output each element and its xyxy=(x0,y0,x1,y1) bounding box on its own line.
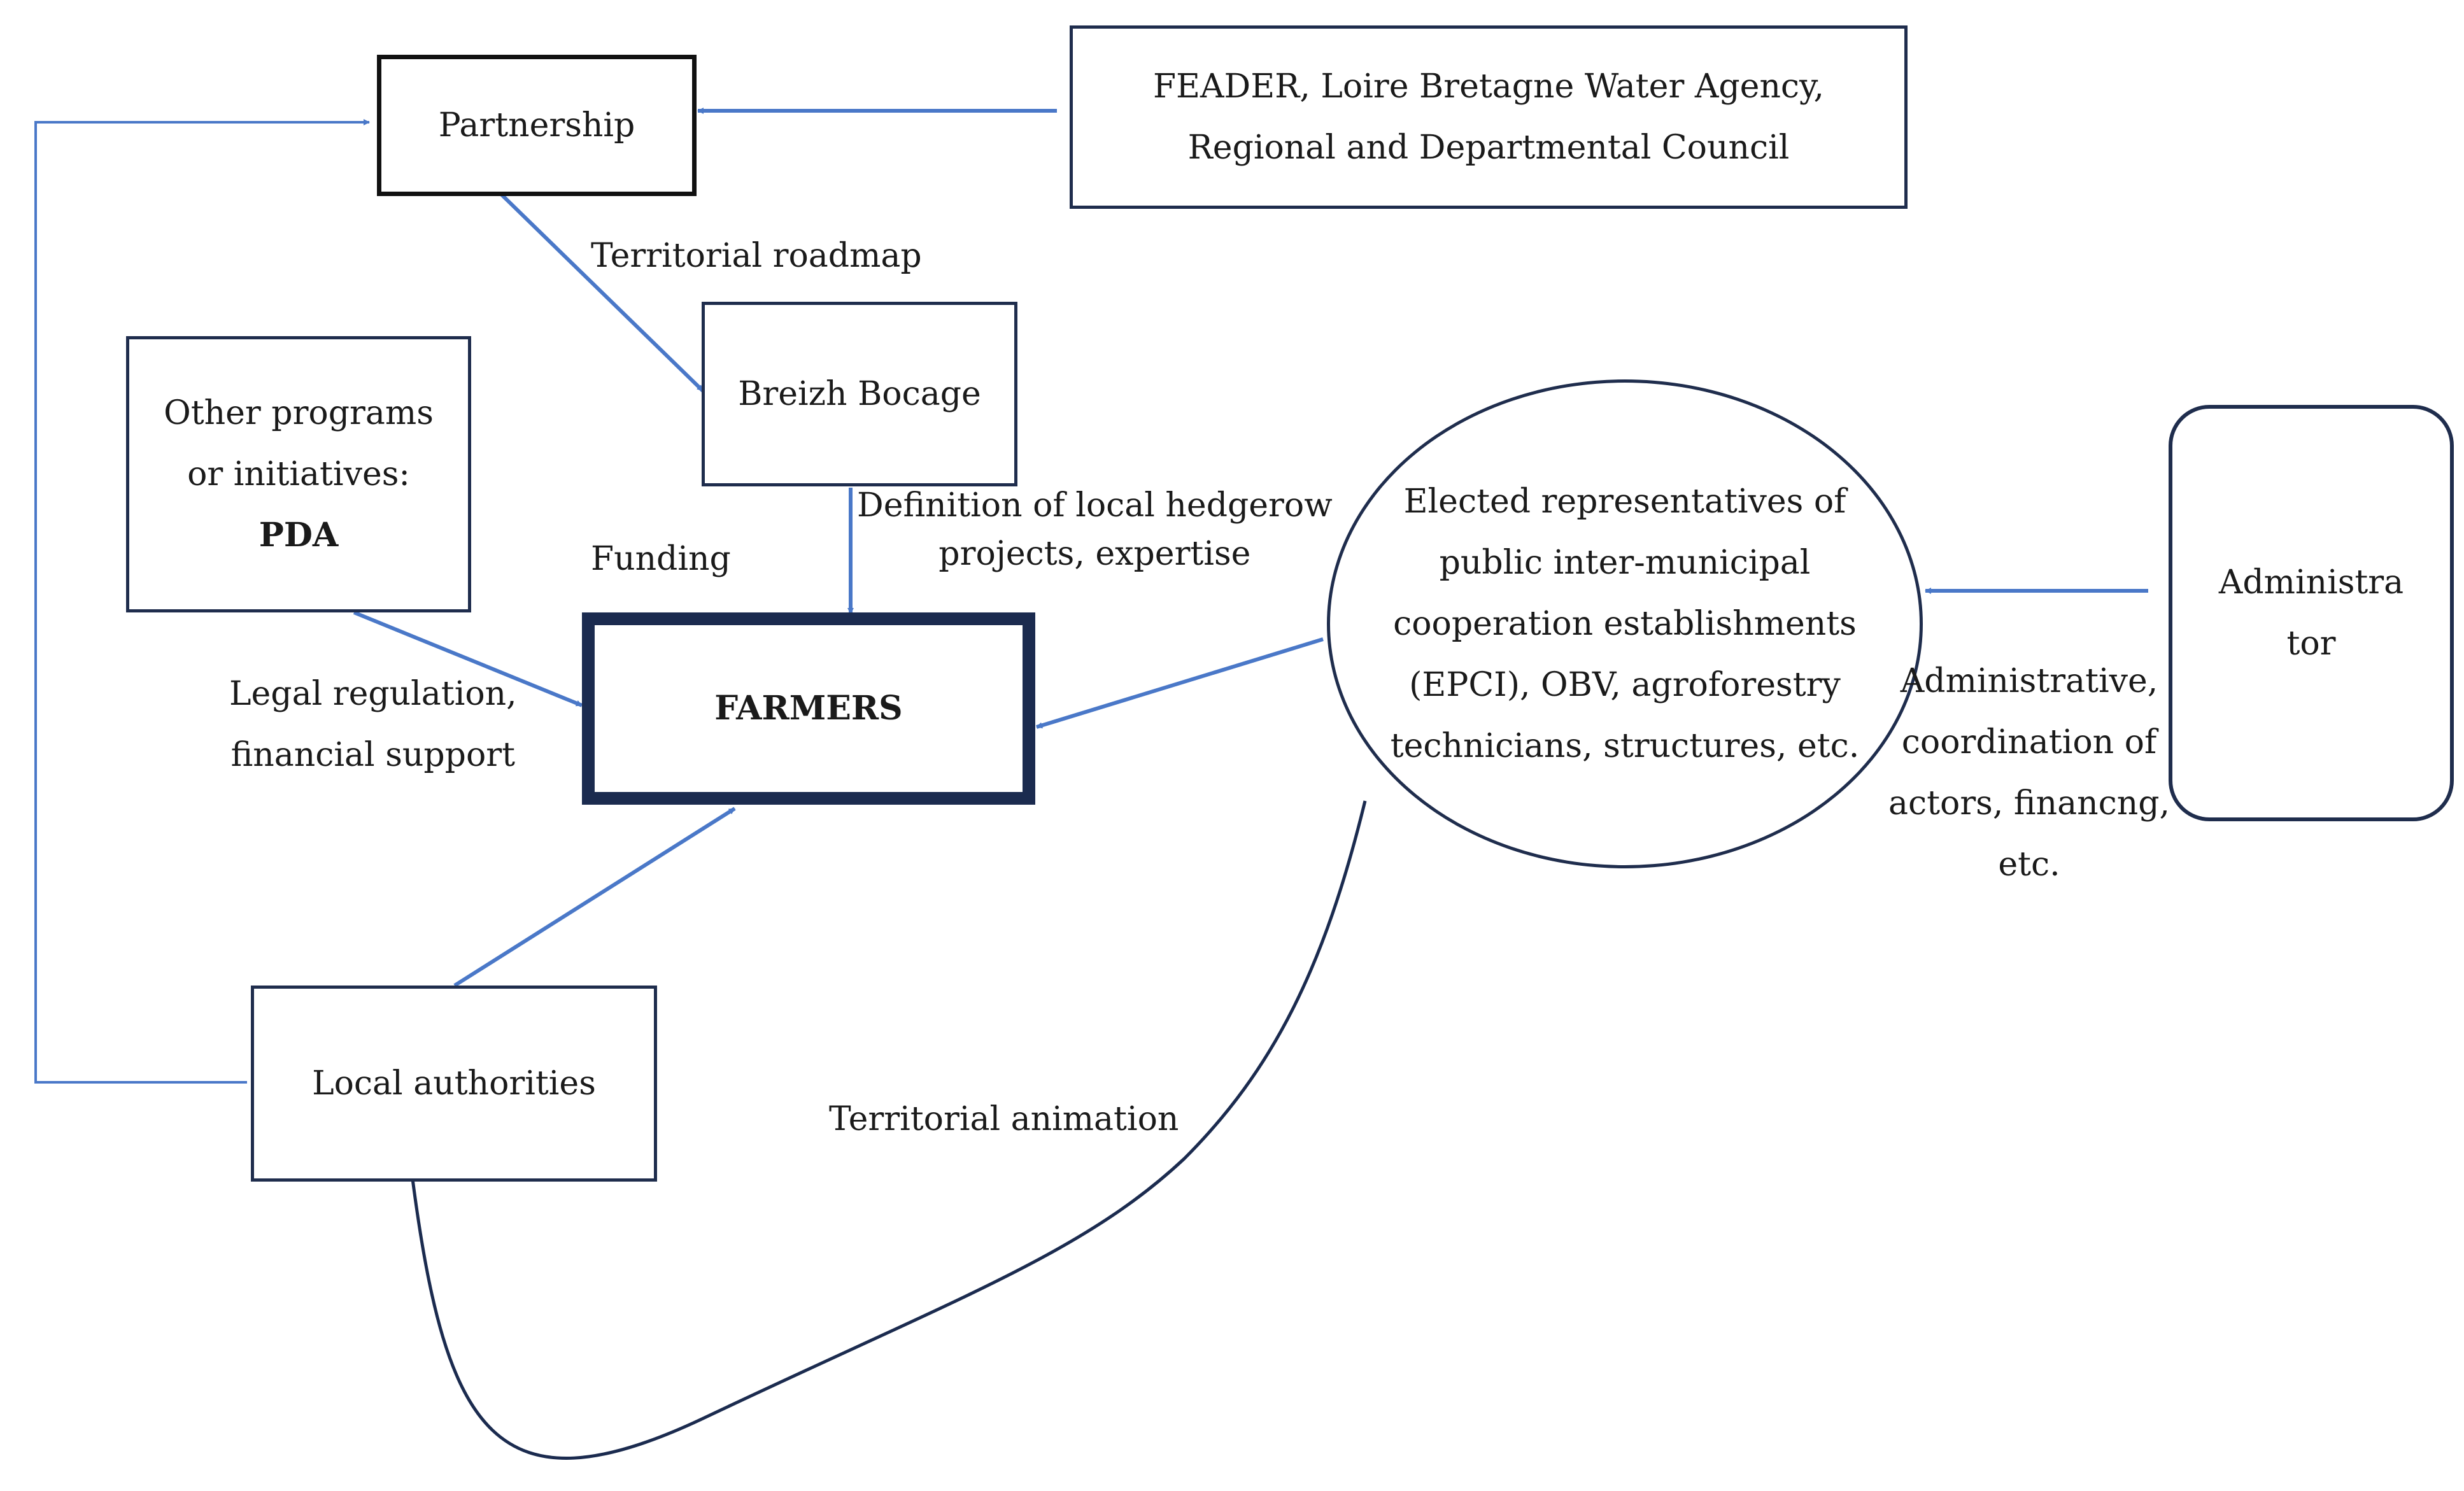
arrow-local-authorities-to-farmers xyxy=(453,807,736,987)
partnership-label: Partnership xyxy=(438,106,635,145)
administrator-box: Administra tor xyxy=(2169,405,2454,821)
elected-representatives-ellipse: Elected representatives of public inter-… xyxy=(1327,379,1923,868)
elected-label-line-5: technicians, structures, etc. xyxy=(1390,727,1860,765)
arrow-elected-to-farmers xyxy=(1036,637,1324,729)
breizh-bocage-label: Breizh Bocage xyxy=(738,375,981,413)
edge-label-administrative-line-3: actors, financng, xyxy=(1888,784,2170,823)
farmers-box: FARMERS xyxy=(582,612,1035,805)
arrow-partnership-to-breizh-bocage xyxy=(499,192,705,393)
local-authorities-label: Local authorities xyxy=(312,1064,596,1103)
feader-label-line-1: FEADER, Loire Bretagne Water Agency, xyxy=(1152,67,1825,106)
curve-territorial-animation xyxy=(411,800,1367,1460)
feader-funders-box: FEADER, Loire Bretagne Water Agency, Reg… xyxy=(1070,25,1908,209)
feader-label-line-2: Regional and Departmental Council xyxy=(1187,129,1790,167)
edge-label-administrative: Administrative, coordination of actors, … xyxy=(1888,651,2170,895)
edge-label-administrative-line-1: Administrative, xyxy=(1900,662,2158,700)
elected-label-line-1: Elected representatives of xyxy=(1403,483,1846,521)
administrator-label-line-2: tor xyxy=(2286,625,2336,663)
edge-label-administrative-line-2: coordination of xyxy=(1901,723,2157,761)
breizh-bocage-box: Breizh Bocage xyxy=(702,302,1017,486)
edge-label-legal: Legal regulation, financial support xyxy=(229,663,517,786)
elected-label-line-2: public inter-municipal xyxy=(1439,544,1811,582)
edge-label-administrative-line-4: etc. xyxy=(1998,845,2060,884)
elected-label-line-4: (EPCI), OBV, agroforestry xyxy=(1409,666,1841,704)
edge-label-definition-line-1: Definition of local hedgerow xyxy=(857,486,1333,525)
elected-label-line-3: cooperation establishments xyxy=(1393,605,1857,643)
partnership-box: Partnership xyxy=(377,55,697,196)
arrow-other-programs-to-farmers xyxy=(353,611,583,707)
edge-label-definition: Definition of local hedgerow projects, e… xyxy=(857,481,1333,578)
edge-label-definition-line-2: projects, expertise xyxy=(938,535,1251,573)
other-programs-label-line-1: Other programs xyxy=(164,394,434,432)
local-authorities-box: Local authorities xyxy=(251,986,657,1182)
arrow-local-authorities-to-partnership xyxy=(34,119,370,1084)
edge-label-territorial-roadmap: Territorial roadmap xyxy=(591,237,922,275)
other-programs-label-line-2: or initiatives: xyxy=(187,455,410,493)
other-programs-box: Other programs or initiatives: PDA xyxy=(126,336,471,612)
edge-label-territorial-animation: Territorial animation xyxy=(829,1100,1179,1138)
edge-label-legal-line-2: financial support xyxy=(230,736,516,774)
administrator-label-line-1: Administra xyxy=(2218,563,2404,602)
farmers-label: FARMERS xyxy=(714,689,903,728)
edge-label-legal-line-1: Legal regulation, xyxy=(229,675,517,713)
edge-label-funding: Funding xyxy=(591,540,731,578)
other-programs-label-pda: PDA xyxy=(258,516,339,555)
